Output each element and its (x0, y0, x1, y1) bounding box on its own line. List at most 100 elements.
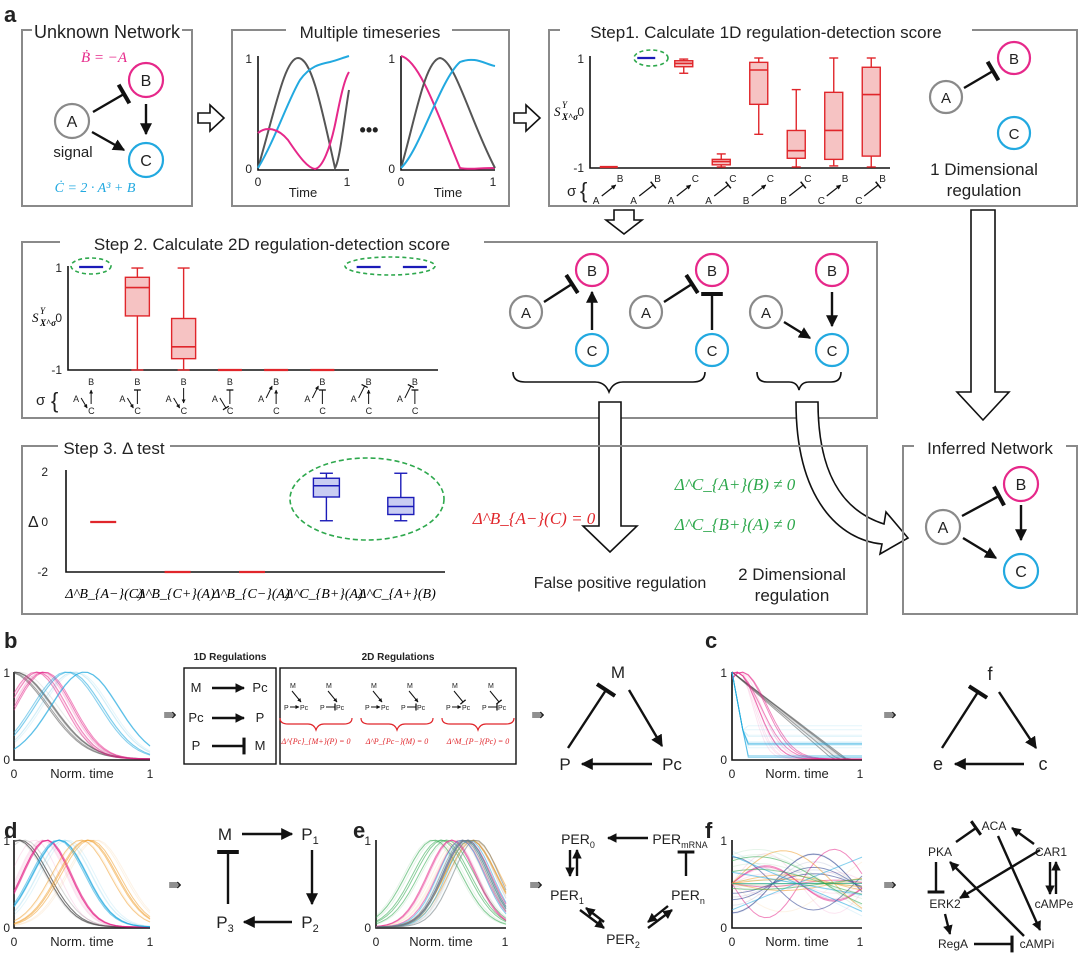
trajectory-line (731, 672, 862, 760)
sigma-edge (863, 181, 882, 197)
b-1d-regulations: 1D Regulations M Pc Pc P P M (183, 652, 277, 765)
trajectory-line (731, 671, 862, 760)
sigma2-b: B (227, 377, 233, 387)
trajectory-line (731, 878, 863, 890)
sigma2-b: B (319, 377, 325, 387)
sigma-to: C (767, 174, 774, 185)
sigma2-b: B (181, 377, 187, 387)
step2-net3-node-a: A (761, 305, 771, 322)
timeseries-ellipsis: ••• (360, 120, 379, 140)
trajectory-line (375, 839, 507, 927)
b-2d-eq-2: Δ^P_{Pc−}(M) = 0 (365, 737, 429, 746)
sigma2-icon-3: ABC (166, 377, 188, 416)
b-mini-edge-1 (453, 690, 467, 705)
step1-ylabel: S Y X^σ (554, 100, 579, 122)
trajectory-line (375, 839, 507, 925)
sigma-to: B (842, 174, 849, 185)
svg-text:P1: P1 (301, 825, 318, 847)
sigma2-icon-1: ABC (73, 377, 95, 416)
step1-panel: Step1. Calculate 1D regulation-detection… (548, 20, 1078, 207)
trajectory-line (731, 877, 863, 889)
sigma-edge (676, 184, 692, 197)
box-iqr (170, 317, 197, 360)
timeseries-panel: Multiple timeseries 1 0 0 1 Time ••• 1 0… (231, 20, 510, 207)
trajectory-line (731, 671, 862, 731)
sigma2-edge-1 (80, 397, 88, 409)
sigma2-b: B (366, 377, 372, 387)
d-xtick-1: 1 (147, 935, 154, 949)
step1-brace: { (580, 178, 587, 203)
b-mini-m: M (488, 683, 494, 690)
step2-net2-node-c: C (707, 343, 718, 360)
svg-text:PERn: PERn (671, 887, 705, 906)
sigma2-edge-1 (404, 383, 415, 399)
c-implies: ⇛ (883, 707, 896, 724)
sigma2-a: A (304, 394, 310, 404)
step2-boxplot (79, 265, 427, 372)
panel-letter-c: c (705, 628, 717, 653)
b-xlabel: Norm. time (50, 766, 114, 781)
trajectory-line (731, 671, 862, 760)
trajectory-line (13, 671, 151, 755)
f-network: PKA ACA CAR1 cAMPe ERK2 RegA cAMPi (927, 819, 1074, 953)
step2-highlight-ellipse-1 (70, 257, 112, 275)
trajectory-line (731, 671, 862, 737)
trajectory-line (731, 671, 862, 731)
trajectory-line (731, 856, 863, 911)
trajectory-line (376, 839, 507, 928)
step3-xlabel-4: Δ^C_{B+}(A) (284, 587, 363, 602)
f-ytick-0: 0 (720, 921, 727, 935)
signal-label: signal (53, 144, 92, 161)
false-positive-label: False positive regulation (534, 575, 707, 592)
activation-a-c (91, 130, 126, 152)
sigma-icon-7: CB (818, 174, 849, 207)
b-1d-row2-to: P (256, 710, 265, 725)
sigma2-icon-6: ABC (304, 377, 326, 416)
step2-ylabel-sup: Y (40, 306, 46, 316)
sigma-from: B (780, 196, 787, 207)
sigma2-c: C (88, 406, 95, 416)
trajectory-line (375, 839, 507, 928)
trajectory-line (731, 671, 862, 749)
trajectory-line (13, 839, 151, 928)
node-a-label: A (67, 114, 78, 131)
c-node-f: f (987, 664, 993, 684)
trajectory-line (376, 839, 507, 928)
b-ytick-1: 1 (3, 666, 10, 680)
trajectory-line (731, 671, 862, 760)
sigma2-c: C (412, 406, 419, 416)
sigma2-c: C (134, 406, 141, 416)
equation-c: Ċ = 2 · A³ + B (55, 179, 136, 196)
ts1-ytick-0: 0 (245, 162, 252, 176)
trajectory-line (13, 839, 151, 926)
d-node-p2: P2 (301, 913, 318, 935)
b-node-m: M (611, 663, 625, 682)
step2-ylabel-sub: X^σ (39, 318, 57, 328)
step2-net1-node-b: B (587, 263, 597, 280)
sigma-icon-1: AB (593, 174, 624, 207)
step2-ytick-neg1: -1 (51, 363, 62, 377)
b-1d-title: 1D Regulations (194, 652, 267, 663)
b-mini-p: P (284, 705, 289, 712)
flow-arrow-1 (197, 103, 226, 133)
inferred-network-panel: Inferred Network B A C (902, 436, 1078, 615)
sigma2-icon-5: ABC (258, 377, 280, 416)
b-mini-pc: Pc (498, 705, 507, 712)
e-xtick-1: 1 (502, 935, 509, 949)
trajectory-line (731, 853, 863, 913)
e-node-per1: PER1 (550, 887, 584, 906)
trajectory-line (731, 853, 863, 914)
d-node-p3: P3 (216, 913, 233, 935)
e-node-pern: PERn (671, 887, 705, 906)
sigma2-a: A (258, 394, 264, 404)
c-node-e: e (933, 754, 943, 774)
b-mini-p: P (320, 705, 325, 712)
step1-regulation-label-1: 1 Dimensional (930, 160, 1038, 179)
step2-ylabel: S Y X^σ (32, 306, 57, 328)
trajectory-line (731, 671, 862, 760)
sigma2-b: B (134, 377, 140, 387)
